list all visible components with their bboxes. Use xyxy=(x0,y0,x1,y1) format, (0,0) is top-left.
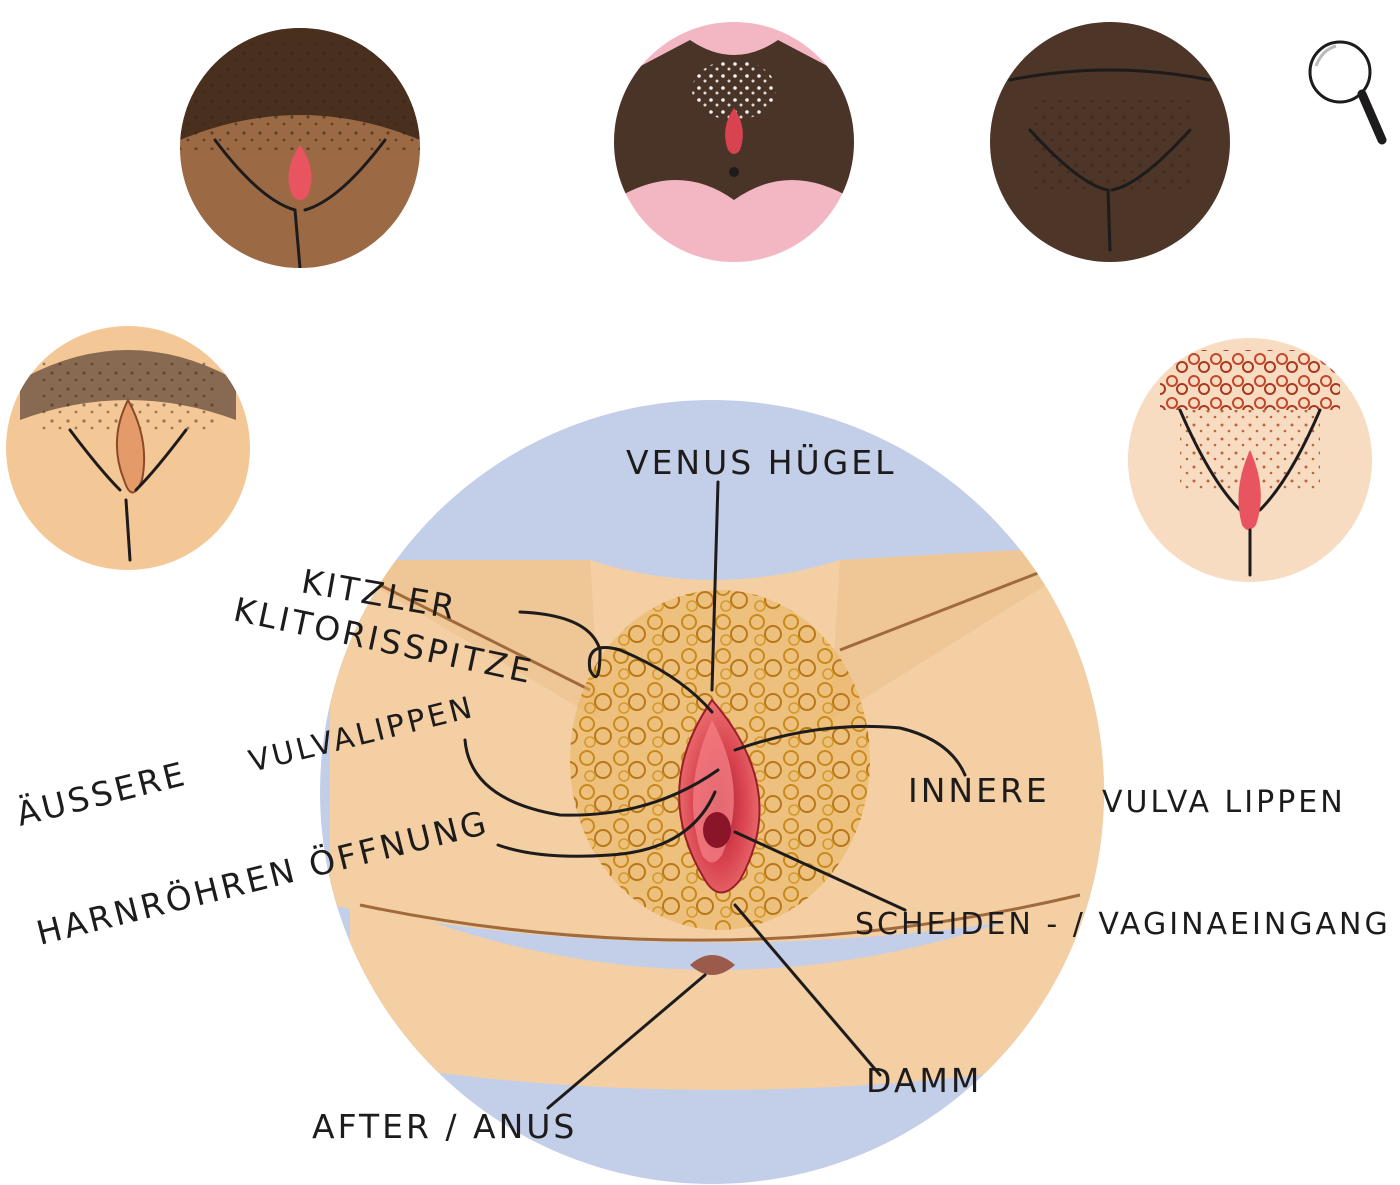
label-aeussere: ÄUSSERE xyxy=(13,754,192,834)
label-after: AFTER / ANUS xyxy=(312,1107,577,1146)
label-vulvalippen-inner: VULVA LIPPEN xyxy=(1102,785,1346,820)
magnifier-icon[interactable] xyxy=(1310,42,1382,140)
label-damm: DAMM xyxy=(866,1061,982,1100)
label-venushuegel: VENUS HÜGEL xyxy=(626,442,896,482)
vulva-variant-thumbnail-1[interactable] xyxy=(180,20,420,268)
label-scheiden: SCHEIDEN - / VAGINAEINGANG xyxy=(855,907,1391,942)
vulva-variant-thumbnail-5[interactable] xyxy=(1128,338,1372,582)
label-innere: INNERE xyxy=(908,771,1050,810)
vulva-variant-thumbnail-2[interactable] xyxy=(614,22,854,262)
vulva-variant-thumbnail-4[interactable] xyxy=(6,326,250,570)
vulva-variant-thumbnail-3[interactable] xyxy=(990,22,1230,262)
